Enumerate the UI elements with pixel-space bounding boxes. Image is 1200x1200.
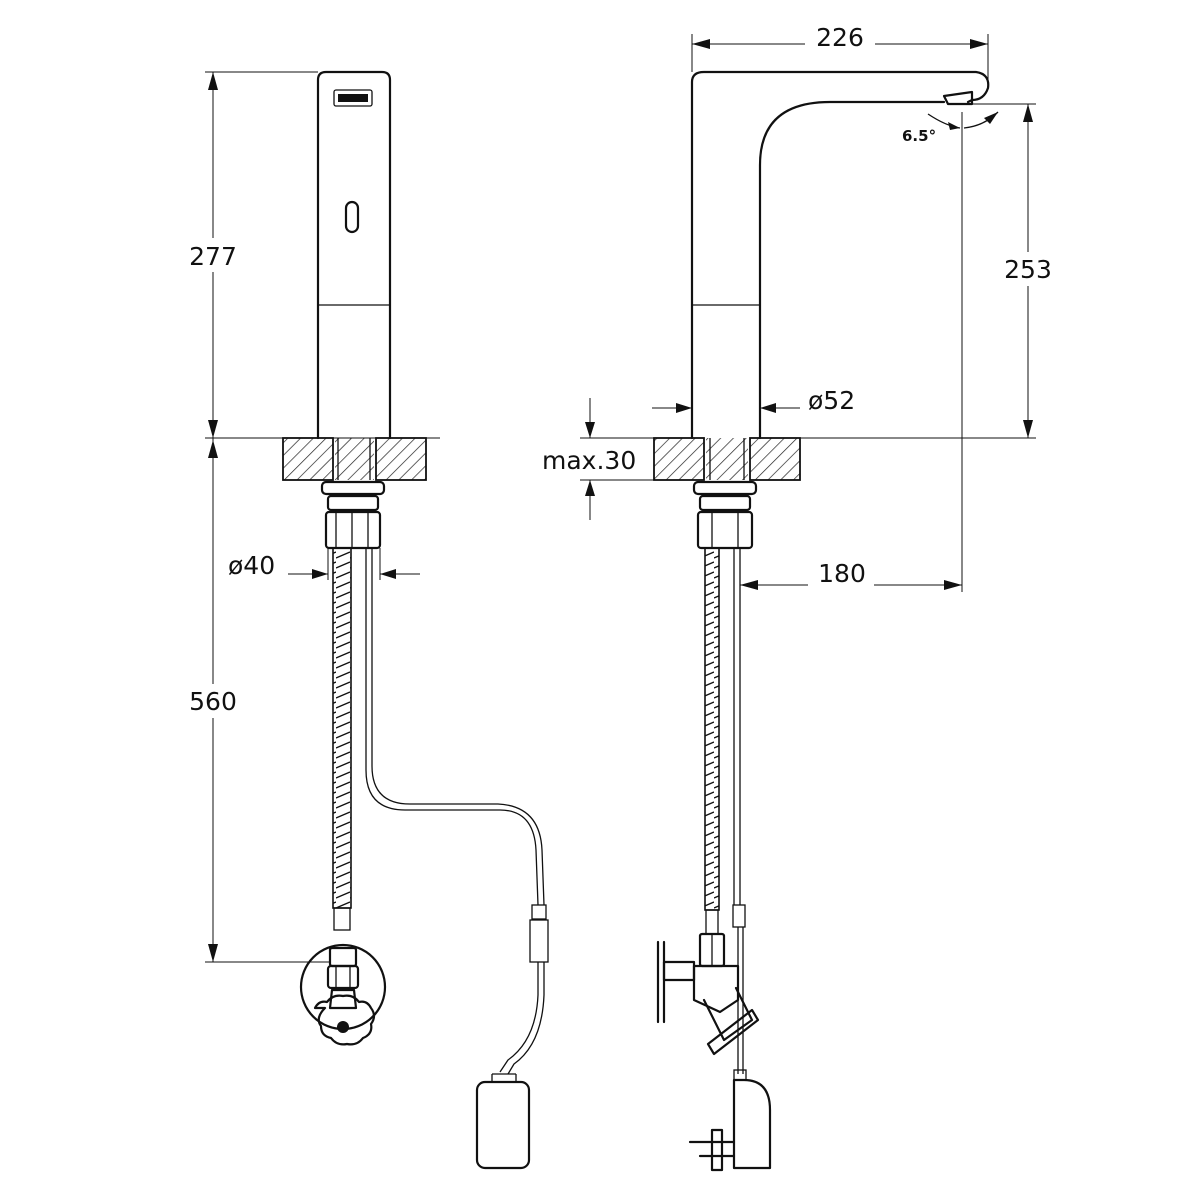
left-sensor-cable <box>365 548 549 1170</box>
left-fixing-nut <box>320 480 386 550</box>
left-angle-valve <box>299 943 387 1046</box>
dim-max-30-label: max.30 <box>542 446 636 475</box>
left-faucet-body <box>316 70 392 440</box>
dim-277: 277 <box>180 71 440 439</box>
side-view: 226 253 6.5° ø52 <box>542 22 1061 1172</box>
dim-253: 253 <box>760 103 1061 439</box>
dim-180: 180 <box>740 558 962 590</box>
left-battery-box <box>475 1080 531 1170</box>
left-countertop <box>282 437 427 481</box>
right-power-plug <box>688 1069 772 1172</box>
right-braided-hose <box>704 547 720 935</box>
right-fixing-nut <box>692 480 758 550</box>
dim-560-label: 560 <box>189 687 237 716</box>
dim-277-label: 277 <box>189 242 237 271</box>
dim-180-label: 180 <box>818 559 866 588</box>
dim-angle-label: 6.5° <box>902 127 936 145</box>
dim-226-label: 226 <box>816 23 864 52</box>
dim-226: 226 <box>691 22 989 80</box>
right-countertop <box>653 437 801 481</box>
dim-diameter-40-label: ø40 <box>228 551 275 580</box>
right-angle-valve <box>656 932 760 1056</box>
dim-angle: 6.5° <box>902 111 999 145</box>
dim-diameter-52: ø52 <box>652 386 855 415</box>
dim-diameter-40: ø40 <box>228 548 420 580</box>
dim-253-label: 253 <box>1004 255 1052 284</box>
right-faucet-body <box>690 70 990 440</box>
dim-max-30: max.30 <box>542 398 654 520</box>
dim-560: 560 <box>180 438 330 963</box>
front-view: 277 560 ø40 <box>180 70 549 1170</box>
dim-diameter-52-label: ø52 <box>808 386 855 415</box>
left-braided-hose <box>332 547 352 931</box>
